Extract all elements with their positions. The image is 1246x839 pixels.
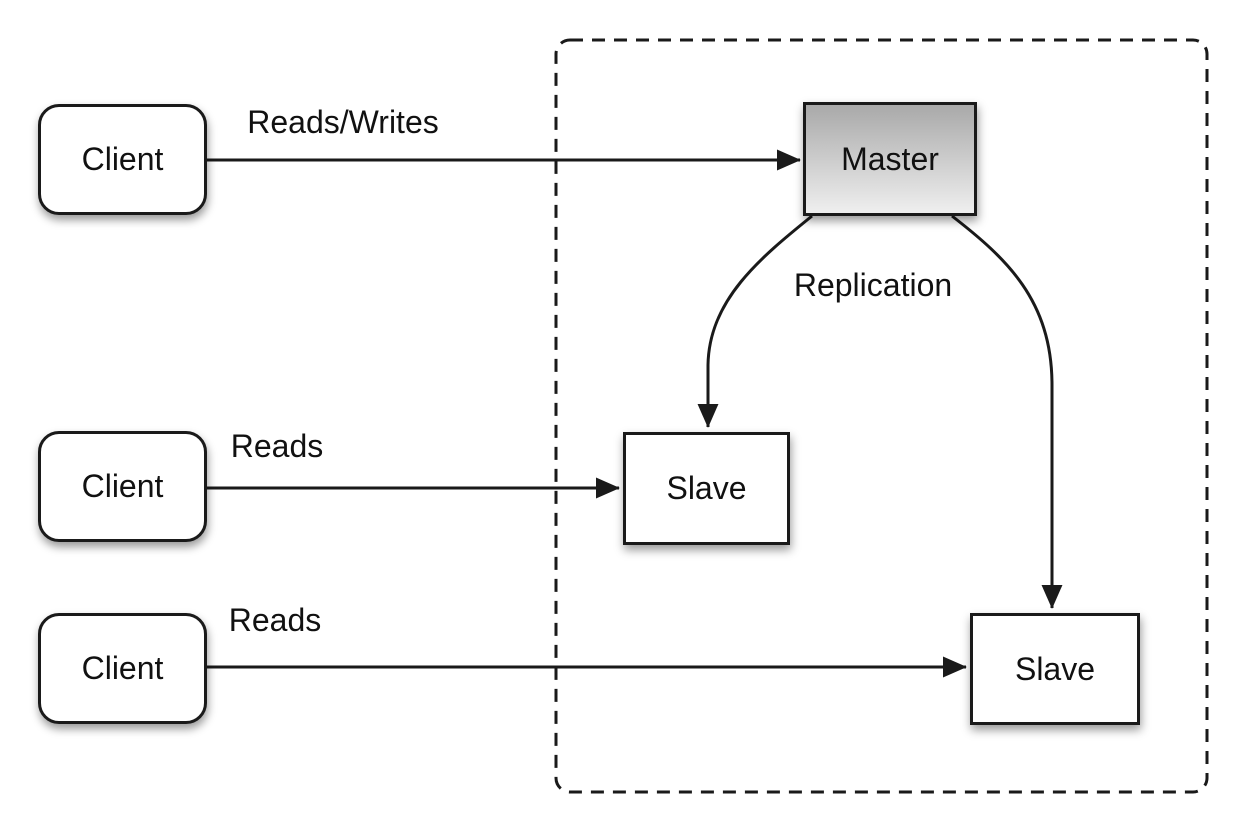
master-node: Master [803,102,977,216]
client-node-1-label: Client [81,141,164,177]
slave-node-2: Slave [970,613,1140,725]
client-node-1: Client [38,104,207,215]
client-node-2: Client [38,431,207,542]
cluster-boundary-dashed-box [554,38,1209,794]
arrow-replication-left [697,214,813,428]
client-node-3: Client [38,613,207,724]
edge-label-replication: Replication [793,267,953,303]
arrow-replication-right [951,214,1063,609]
slave-node-2-label: Slave [1014,650,1096,687]
client-node-3-label: Client [81,650,164,686]
slave-node-1-label: Slave [666,470,747,506]
edge-label-reads-top: Reads [230,428,324,464]
edge-label-reads-writes: Reads/Writes [247,104,439,140]
edge-label-reads-bottom: Reads [228,602,322,638]
slave-node-1: Slave [623,432,790,545]
client-node-2-label: Client [81,468,164,504]
master-node-label: Master [841,140,939,177]
